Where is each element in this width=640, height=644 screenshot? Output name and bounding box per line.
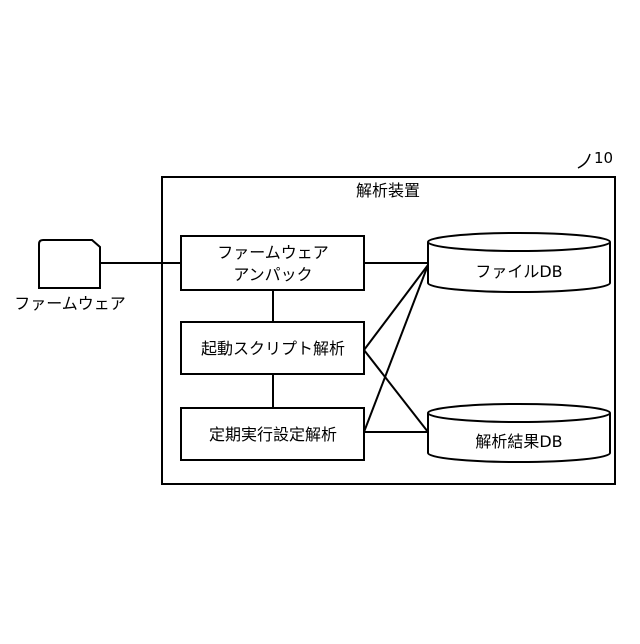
reference-leader-line [578, 154, 590, 168]
analysis-device-title: 解析装置 [356, 181, 420, 200]
module-schedule-analysis-label: 定期実行設定解析 [209, 425, 337, 444]
file-db-label: ファイルDB [475, 262, 562, 281]
result-db-cylinder-top [428, 404, 610, 422]
module-startup-script-analysis-label: 起動スクリプト解析 [201, 339, 345, 358]
database-file-db: ファイルDB [428, 233, 610, 292]
connector-schedule-to-filedb [364, 265, 428, 432]
firmware-card-icon [39, 240, 100, 288]
firmware-label: ファームウェア [14, 294, 126, 313]
result-db-label: 解析結果DB [475, 432, 562, 451]
reference-number: 10 [594, 149, 613, 167]
database-result-db: 解析結果DB [428, 404, 610, 462]
connector-startup-to-resultdb [364, 350, 428, 432]
module-firmware-unpack-line2: アンパック [233, 265, 312, 284]
file-db-cylinder-top [428, 233, 610, 251]
connector-startup-to-filedb [364, 265, 428, 350]
module-firmware-unpack-line1: ファームウェア [217, 243, 329, 262]
